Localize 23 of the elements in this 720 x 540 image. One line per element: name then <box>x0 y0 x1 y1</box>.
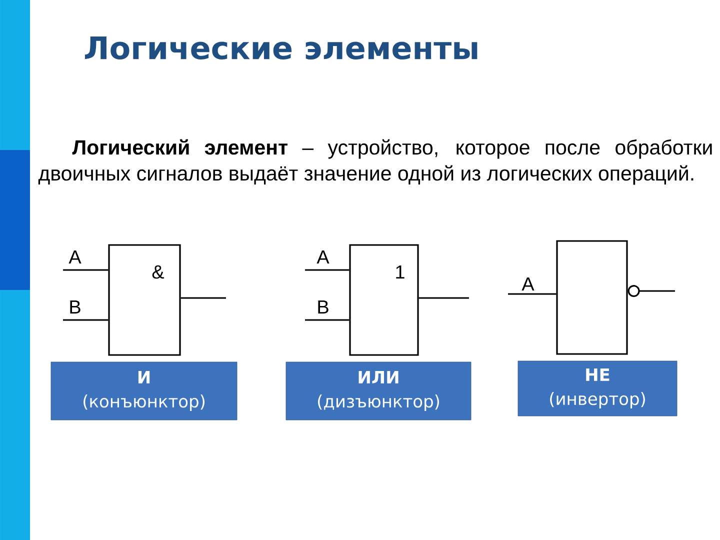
input-label: A <box>68 250 82 264</box>
inverter-output-line <box>628 285 675 297</box>
gate-label-box: ИЛИ (дизъюнктор) <box>286 362 472 420</box>
input-label: A <box>522 277 534 291</box>
logic-gate-box <box>556 240 628 355</box>
input-line <box>305 319 350 321</box>
title: Логические элементы <box>84 36 478 60</box>
input-line <box>63 319 108 321</box>
gate-symbol: 1 <box>396 265 404 279</box>
input-label: A <box>316 250 330 264</box>
input-line <box>508 293 556 295</box>
input-line <box>63 269 108 271</box>
gate-label-box: И (конъюнктор) <box>50 362 238 420</box>
logic-gate-box <box>108 244 181 356</box>
input-label: B <box>318 300 328 314</box>
gate-label-box: НЕ (инвертор) <box>518 360 678 416</box>
definition-text: Логический элемент – устройство, которое после обработки двоичных сигналов выдаёт значение одной из логических операций. <box>38 139 712 185</box>
input-line <box>305 269 350 271</box>
output-line <box>180 297 226 299</box>
logic-gate-box <box>349 244 419 356</box>
output-line <box>418 297 469 299</box>
input-label: B <box>70 300 80 314</box>
gate-symbol: & <box>152 265 164 279</box>
